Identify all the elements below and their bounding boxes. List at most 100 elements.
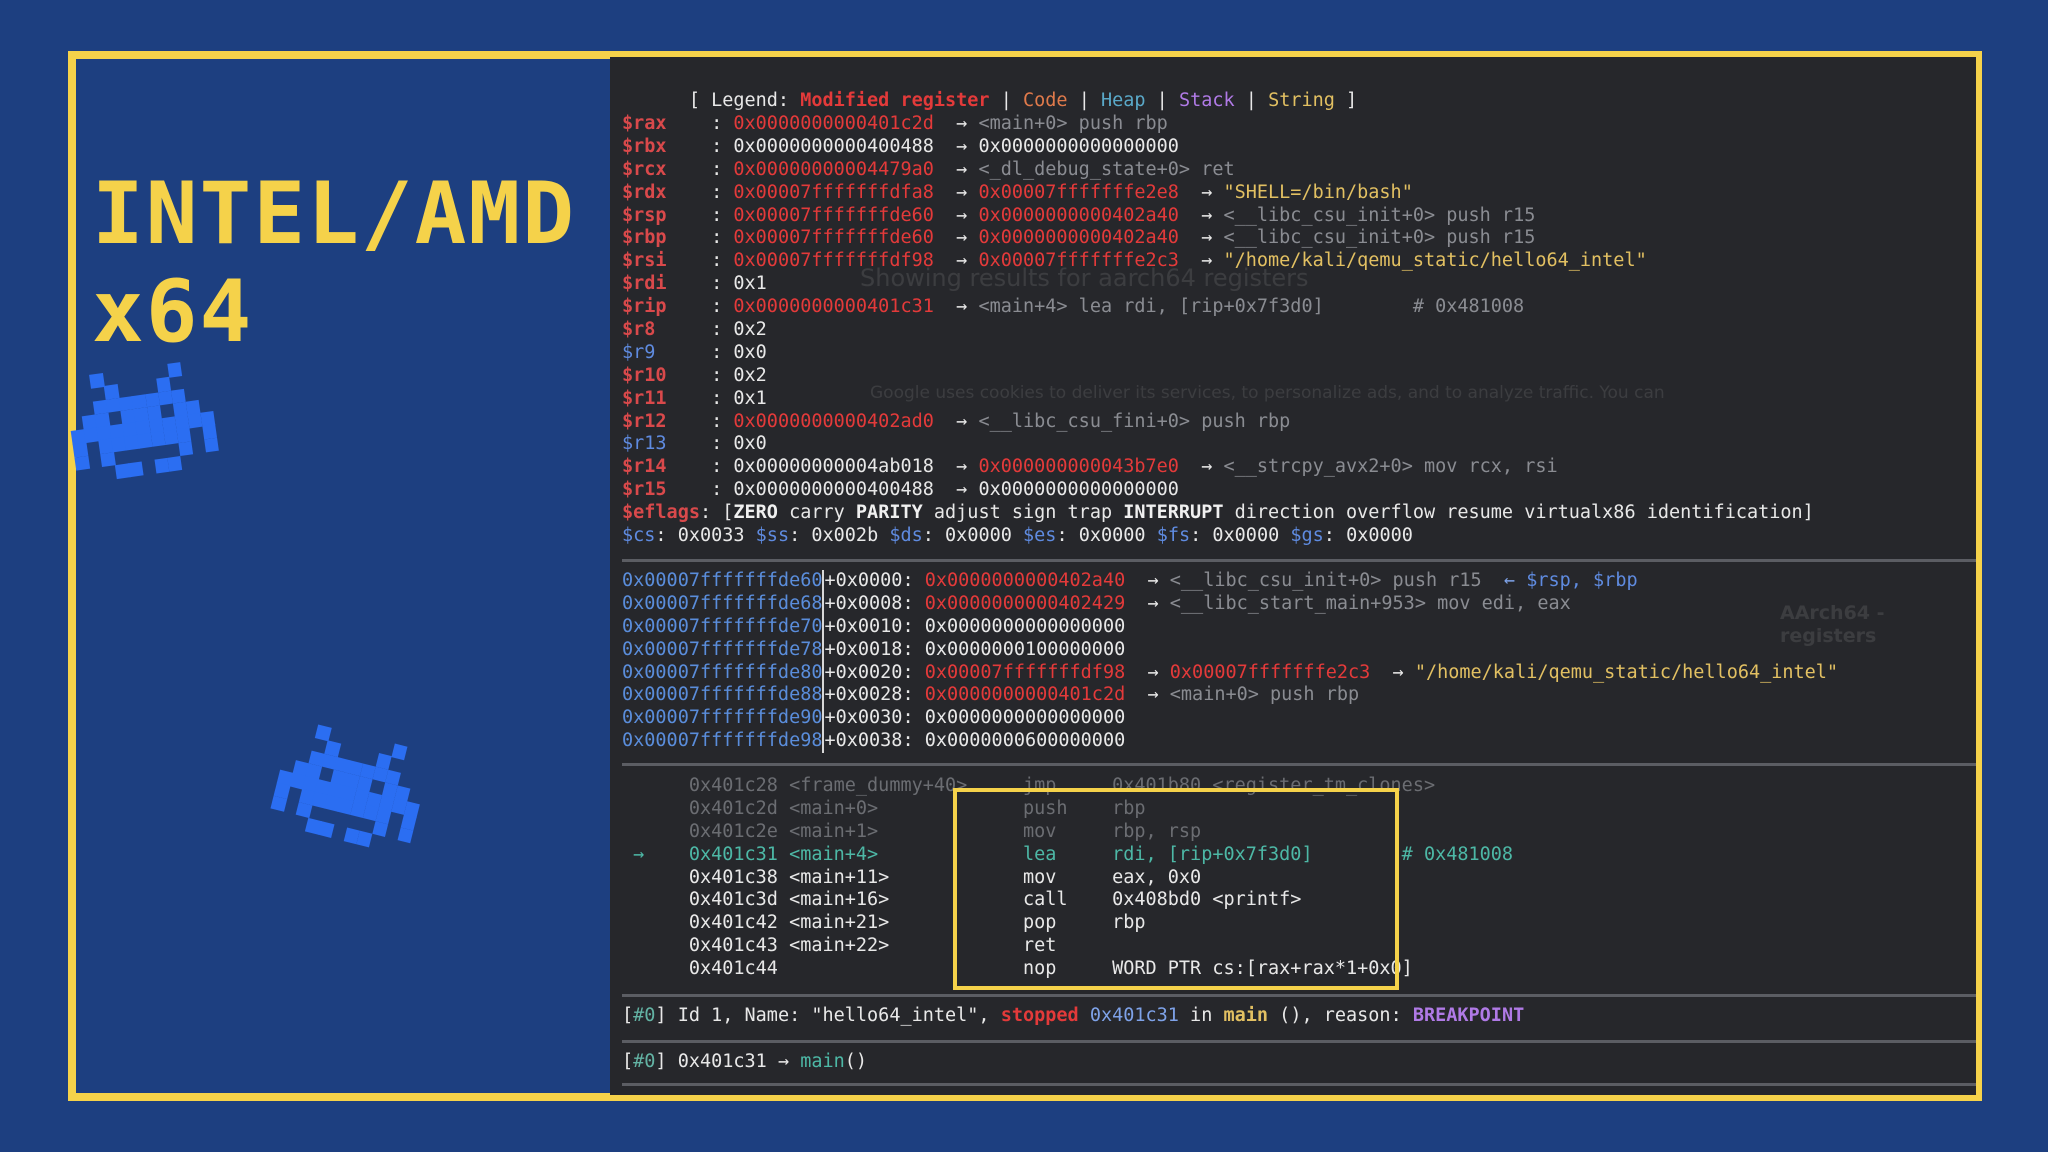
current-instruction-marker (622, 821, 689, 842)
background-ghost-text: AArch64 - registers (1780, 602, 1885, 647)
thread-text: #0 (633, 1005, 656, 1026)
code-operands: WORD PTR cs:[rax+rax*1+0x0] (1112, 958, 1413, 980)
stack-address: 0x00007fffffffde98 (622, 730, 823, 752)
register-deref: <_dl_debug_state+0> ret (978, 158, 1235, 180)
legend-string: String (1268, 89, 1335, 111)
current-instruction-marker (622, 935, 689, 956)
code-opcode: mov (978, 820, 1113, 842)
stack-value: ← (1481, 570, 1527, 591)
code-address: 0x401c44 (688, 958, 778, 980)
register-deref: <main+4> lea rdi, [rip+0x7f3d0] # 0x4810… (978, 296, 1525, 318)
threads-pane: [#0] Id 1, Name: "hello64_intel", stoppe… (622, 1005, 1524, 1028)
code-symbol: <main+0> (789, 797, 979, 819)
current-instruction-marker (622, 798, 689, 819)
register-name: $rip (622, 296, 712, 318)
invader-pixel (356, 830, 373, 847)
current-instruction-marker (622, 775, 689, 796)
stack-row: 0x00007fffffffde98+0x0038: 0x00000006000… (622, 730, 1838, 754)
register-value: 0x0000000000402ad0 (733, 410, 934, 432)
stack-row: 0x00007fffffffde78+0x0018: 0x00000001000… (622, 638, 1838, 662)
invader-pixel (391, 743, 408, 761)
stack-value: 0x0000000000000000 (924, 707, 1126, 729)
register-deref: → (956, 456, 979, 478)
stack-offset: +0x0000: (824, 570, 925, 591)
register-row: $r12 : 0x0000000000402ad0 → <__libc_csu_… (622, 410, 1291, 432)
register-name: $rsi (622, 250, 712, 272)
stack-divider (822, 592, 825, 616)
register-name: $rcx (622, 158, 712, 180)
stack-value: 0x00007fffffffdf98 (924, 661, 1126, 683)
stack-address: 0x00007fffffffde60 (622, 570, 823, 591)
stack-value: <main+0> push rbp (1169, 684, 1360, 706)
stack-value: → (1125, 684, 1170, 706)
register-deref: → (956, 204, 979, 226)
current-instruction-marker (622, 867, 689, 888)
register-value: 0x0000000000400488 (733, 135, 934, 157)
stack-divider (822, 638, 825, 662)
thread-text: ] Id 1, Name: "hello64_intel", (655, 1005, 1001, 1026)
stack-offset: +0x0008: (824, 592, 925, 614)
stack-value: 0x0000000600000000 (924, 730, 1126, 752)
stack-row: 0x00007fffffffde60+0x0000: 0x00000000004… (622, 570, 1838, 593)
register-value: 0x00000000004ab018 (733, 456, 934, 478)
trace-text: () (844, 1051, 868, 1072)
register-deref: → (956, 113, 979, 134)
register-deref: 0x0000000000402a40 (978, 227, 1179, 249)
code-opcode: call (978, 889, 1113, 911)
code-row: 0x401c42 <main+21> pop rbp (622, 912, 1513, 935)
stack-value: <__libc_start_main+953> mov edi, eax (1169, 592, 1571, 614)
stack-value: → (1125, 592, 1170, 614)
register-row: $rdx : 0x00007fffffffdfa8 → 0x00007fffff… (622, 181, 1413, 203)
invader-pixel (295, 801, 313, 819)
legend-modified: Modified register (800, 89, 990, 111)
register-row: $rcx : 0x00000000004479a0 → <_dl_debug_s… (622, 158, 1235, 180)
space-invader-icon (63, 358, 220, 483)
code-address: 0x401c38 (688, 866, 778, 888)
invader-pixel (372, 820, 389, 838)
trace-row: [#0] 0x401c31 → main() (622, 1051, 867, 1074)
eflags-row: $eflags: [ZERO carry PARITY adjust sign … (622, 502, 1814, 525)
register-deref: "/home/kali/qemu_static/hello64_intel" (1223, 250, 1647, 272)
register-value: 0x1 (733, 387, 767, 409)
code-address: 0x401c2d (688, 797, 778, 819)
stack-value: 0x00007fffffffe2c3 (1169, 661, 1371, 683)
invader-pixel (128, 461, 144, 477)
thread-text: main (1223, 1005, 1269, 1026)
legend-stack: Stack (1178, 89, 1235, 111)
stack-value: 0x0000000000000000 (924, 615, 1126, 637)
legend-suffix: ] (1334, 89, 1358, 111)
segment-value: 0x0000 (945, 525, 1012, 547)
code-row: 0x401c2d <main+0> push rbp (622, 798, 1513, 821)
eflags-flag: adjust sign trap (922, 502, 1124, 524)
invader-pixel (74, 455, 90, 471)
slide-title: INTEL/AMD x64 (92, 165, 576, 361)
register-deref: → (956, 158, 979, 180)
stack-address: 0x00007fffffffde80 (622, 661, 823, 683)
thread-text: in (1178, 1005, 1224, 1026)
register-name: $rsp (622, 204, 712, 226)
code-operands: rdi, [rip+0x7f3d0] # 0x481008 (1112, 843, 1514, 865)
register-name: $r11 (622, 387, 712, 409)
stack-row: 0x00007fffffffde80+0x0020: 0x00007ffffff… (622, 661, 1838, 685)
stack-value: 0x0000000000402429 (924, 592, 1126, 614)
register-deref: <main+0> push rbp (978, 113, 1168, 134)
stack-address: 0x00007fffffffde70 (622, 615, 823, 637)
code-row: 0x401c44 nop WORD PTR cs:[rax+rax*1+0x0] (622, 958, 1513, 981)
stack-offset: +0x0010: (824, 615, 925, 637)
stack-divider (822, 570, 825, 593)
background-ghost-text: Showing results for aarch64 registers (860, 264, 1309, 292)
stack-value: <__libc_csu_init+0> push r15 (1169, 570, 1482, 591)
code-row: 0x401c3d <main+16> call 0x408bd0 <printf… (622, 889, 1513, 912)
stack-value: → (1370, 661, 1415, 683)
segment-name: $cs (622, 525, 656, 547)
stack-value: 0x0000000000401c2d (924, 684, 1126, 706)
code-row: 0x401c43 <main+22> ret (622, 935, 1513, 958)
eflags-flag: INTERRUPT (1123, 502, 1224, 524)
register-deref: 0x0000000000402a40 (978, 204, 1179, 226)
register-deref: 0x00007fffffffe2e8 (978, 181, 1179, 203)
instruction-highlight-box (953, 788, 1399, 990)
legend-line: [ Legend: Modified register | Code | Hea… (688, 89, 1358, 111)
eflags-flag: PARITY (855, 502, 923, 524)
thread-text: stopped (1000, 1005, 1079, 1026)
register-value: 0x00007fffffffde60 (733, 227, 934, 249)
